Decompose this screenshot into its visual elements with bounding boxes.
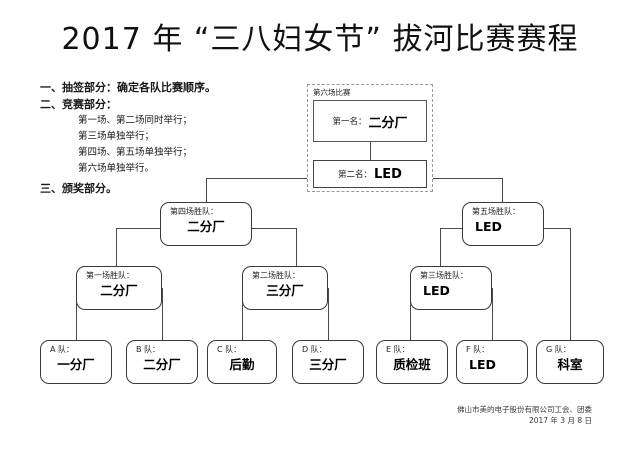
connector-m2-to-team-d [328, 288, 329, 340]
team-d-caption: D 队： [302, 345, 327, 354]
team-box-d: D 队： 三分厂 [292, 340, 364, 384]
final-match-label: 第六场比赛 [313, 88, 351, 97]
team-g-name: 科室 [557, 357, 583, 372]
quarterfinal-match2-team: 三分厂 [266, 283, 304, 298]
team-box-a: A 队： 一分厂 [40, 340, 112, 384]
team-f-caption: F 队： [466, 345, 490, 354]
quarterfinal-match1-caption: 第一场胜队： [86, 271, 134, 280]
team-b-name: 二分厂 [143, 357, 181, 372]
final-match-region [307, 84, 433, 192]
footer-organization: 佛山市美的电子股份有限公司工会、团委 [457, 405, 592, 414]
team-d-name: 三分厂 [309, 357, 347, 372]
connector-m5-right [544, 228, 570, 229]
semifinal-match4-caption: 第四场胜队： [170, 207, 218, 216]
connector-m4-left-drop [116, 228, 117, 270]
team-e-caption: E 队： [386, 345, 410, 354]
quarterfinal-match1-team: 二分厂 [100, 283, 138, 298]
note-sub-3: 第四场、第五场单独举行； [78, 147, 193, 158]
team-c-caption: C 队： [217, 345, 242, 354]
team-a-caption: A 队： [50, 345, 75, 354]
team-box-c: C 队： 后勤 [207, 340, 277, 384]
page-title: 2017 年 “三八妇女节” 拔河比赛赛程 [61, 22, 579, 57]
connector-m1-to-team-a [76, 288, 77, 340]
connector-m5-right-drop-to-g [570, 228, 571, 340]
quarterfinal-winner-box-match1: 第一场胜队： 二分厂 [76, 266, 162, 310]
semifinal-match4-team: 二分厂 [187, 219, 225, 234]
connector-m2-to-team-c [242, 288, 243, 340]
connector-m4-left [116, 228, 160, 229]
semifinal-match5-caption: 第五场胜队： [472, 207, 520, 216]
connector-m3-to-team-f [492, 288, 493, 340]
quarterfinal-match3-caption: 第三场胜队： [420, 271, 468, 280]
final-first-team: 二分厂 [368, 115, 408, 131]
footer-date: 2017 年 3 月 8 日 [528, 416, 592, 425]
connector-m4-right-drop [296, 228, 297, 270]
note-sub-1: 第一场、第二场同时举行； [78, 115, 193, 126]
team-g-caption: G 队： [546, 345, 571, 354]
semifinal-winner-box-match4: 第四场胜队： 二分厂 [160, 202, 252, 246]
connector-m3-to-team-e [410, 288, 411, 340]
final-second-team: LED [374, 166, 402, 182]
final-second-place-box: 第二名： LED [313, 160, 427, 188]
quarterfinal-winner-box-match2: 第二场胜队： 三分厂 [242, 266, 328, 310]
note-item-3: 三、颁奖部分。 [40, 182, 117, 195]
connector-m5-left-drop [440, 228, 441, 266]
quarterfinal-match2-caption: 第二场胜队： [252, 271, 300, 280]
final-first-rank: 第一名： [332, 117, 367, 127]
team-a-name: 一分厂 [57, 357, 95, 372]
note-sub-4: 第六场单独举行。 [78, 163, 155, 174]
connector-final-vertical [370, 142, 371, 160]
connector-final-right-arm [433, 178, 502, 179]
quarterfinal-winner-box-match3: 第三场胜队： LED [410, 266, 492, 310]
note-item-2: 二、竞赛部分： [40, 97, 117, 111]
team-box-f: F 队： LED [456, 340, 528, 384]
team-box-b: B 队： 二分厂 [126, 340, 198, 384]
team-f-name: LED [469, 357, 496, 372]
team-b-caption: B 队： [136, 345, 161, 354]
connector-m1-to-team-b [162, 288, 163, 340]
team-box-g: G 队： 科室 [536, 340, 604, 384]
semifinal-winner-box-match5: 第五场胜队： LED [462, 202, 544, 246]
team-e-name: 质检班 [393, 357, 431, 372]
connector-m4-right [252, 228, 296, 229]
notes-block: 一、抽签部分：确定各队比赛顺序。 二、竞赛部分： 第一场、第二场同时举行； 第三… [40, 80, 290, 198]
note-sub-2: 第三场单独举行； [78, 131, 155, 142]
connector-final-right-drop [502, 178, 503, 202]
connector-final-left-arm [206, 178, 307, 179]
footer-block: 佛山市美的电子股份有限公司工会、团委 2017 年 3 月 8 日 [457, 404, 592, 426]
team-box-e: E 队： 质检班 [376, 340, 448, 384]
connector-final-left-drop [206, 178, 207, 202]
semifinal-match5-team: LED [475, 219, 502, 234]
final-first-place-box: 第一名： 二分厂 [313, 100, 427, 142]
connector-m5-left [440, 228, 462, 229]
note-item-1: 一、抽签部分：确定各队比赛顺序。 [40, 81, 216, 94]
final-second-rank: 第二名： [338, 170, 373, 180]
team-c-name: 后勤 [229, 357, 255, 372]
quarterfinal-match3-team: LED [423, 283, 450, 298]
